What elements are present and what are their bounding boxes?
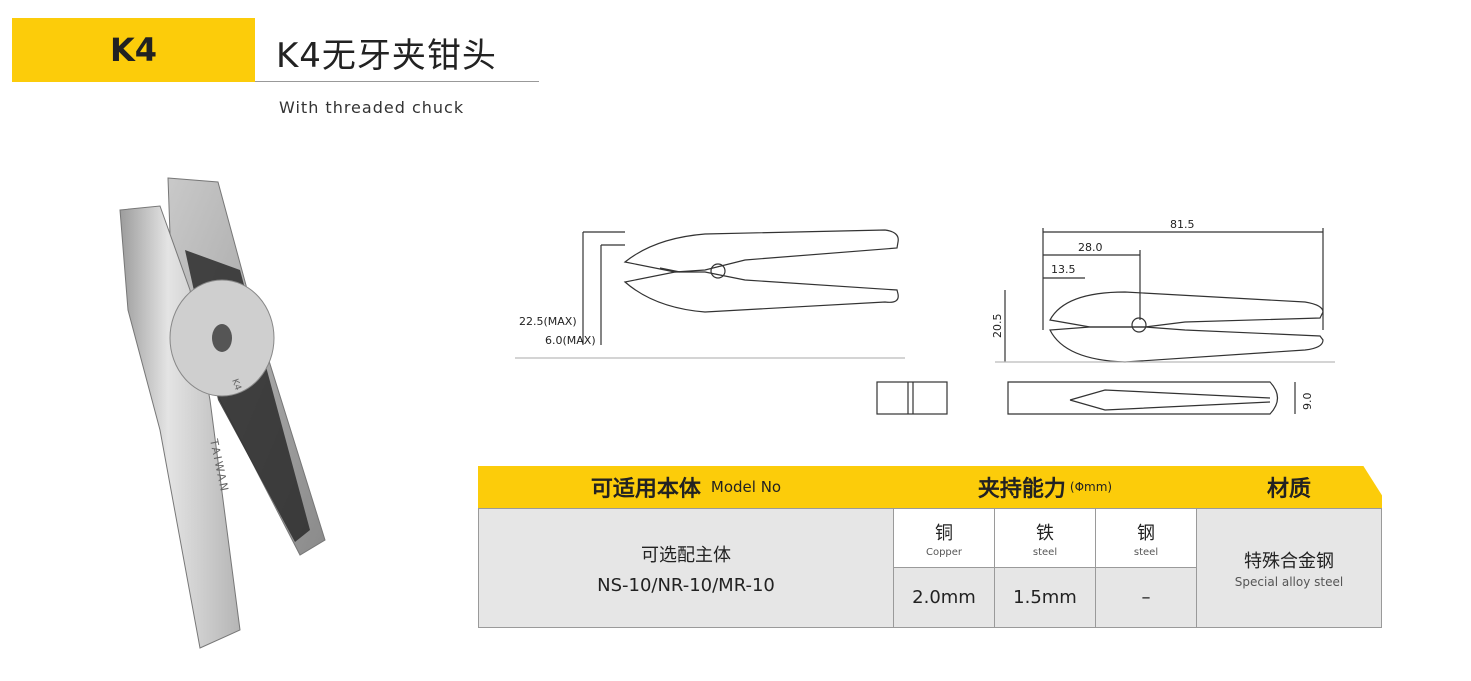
capacity-steel-value: – xyxy=(1095,567,1197,628)
model-cn: 可选配主体 xyxy=(641,544,731,566)
dim-max-open: 22.5(MAX) xyxy=(519,315,577,328)
header-capacity-unit: (Φmm) xyxy=(1069,480,1113,494)
model-tag-text: K4 xyxy=(109,31,158,69)
header-capacity-cn: 夹持能力 xyxy=(977,477,1066,502)
header-material: 材质 xyxy=(1196,466,1382,508)
header-model: 可适用本体 Model No xyxy=(478,466,894,508)
header-material-cn: 材质 xyxy=(1266,477,1311,502)
material-cn: 特殊合金钢 xyxy=(1244,551,1334,572)
capacity-copper-en: Copper xyxy=(925,546,963,558)
dim-length-13: 13.5 xyxy=(1051,263,1076,276)
capacity-iron-en: steel xyxy=(1032,546,1058,558)
capacity-steel-header: 钢 steel xyxy=(1095,508,1197,568)
header-capacity: 夹持能力 (Φmm) xyxy=(894,466,1196,508)
capacity-steel-cn: 钢 xyxy=(1137,522,1155,544)
capacity-copper-cn: 铜 xyxy=(935,522,953,544)
page-title: K4无牙夹钳头 xyxy=(276,36,497,76)
capacity-copper-header: 铜 Copper xyxy=(893,508,995,568)
technical-drawing: 22.5(MAX) 6.0(MAX) 81.5 28.0 13.5 20.5 xyxy=(505,210,1365,440)
photo-model-mark: K4 xyxy=(229,378,242,393)
model-list: NS-10/NR-10/MR-10 xyxy=(597,574,775,596)
capacity-iron-value: 1.5mm xyxy=(994,567,1096,628)
dim-max-cut: 6.0(MAX) xyxy=(545,334,596,347)
capacity-steel-val: – xyxy=(1141,587,1151,608)
title-divider xyxy=(255,81,539,82)
capacity-iron-cn: 铁 xyxy=(1036,522,1054,544)
dim-height: 20.5 xyxy=(991,314,1004,339)
dim-thickness: 9.0 xyxy=(1301,393,1314,411)
dim-length-28: 28.0 xyxy=(1078,241,1103,254)
model-tag: K4 xyxy=(12,18,255,82)
header-model-en: Model No xyxy=(710,478,782,496)
capacity-iron-val: 1.5mm xyxy=(1013,587,1077,608)
dim-total-length: 81.5 xyxy=(1170,218,1195,231)
model-cell: 可选配主体 NS-10/NR-10/MR-10 xyxy=(478,508,894,628)
capacity-copper-value: 2.0mm xyxy=(893,567,995,628)
page-subtitle: With threaded chuck xyxy=(279,98,465,117)
capacity-copper-val: 2.0mm xyxy=(912,587,976,608)
product-photo: K4 TAIWAN xyxy=(100,170,340,660)
capacity-iron-header: 铁 steel xyxy=(994,508,1096,568)
header-model-cn: 可适用本体 xyxy=(590,477,701,502)
material-en: Special alloy steel xyxy=(1234,575,1344,589)
spec-table: 可适用本体 Model No 夹持能力 (Φmm) 材质 可选配主体 NS-10… xyxy=(478,466,1382,628)
capacity-steel-en: steel xyxy=(1133,546,1159,558)
material-cell: 特殊合金钢 Special alloy steel xyxy=(1196,508,1382,628)
